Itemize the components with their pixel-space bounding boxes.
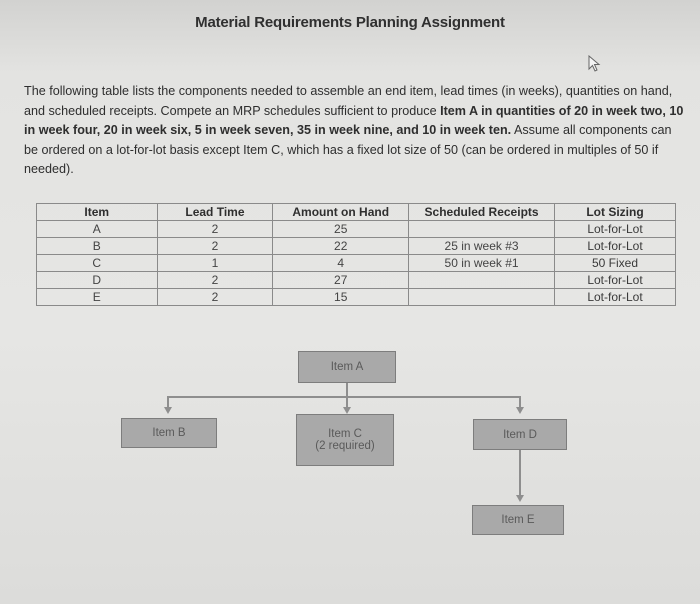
connector-to-c — [346, 396, 348, 408]
node-item-c-label: Item C — [328, 428, 362, 440]
connector-a-to-bar — [346, 383, 348, 397]
node-item-b: Item B — [121, 418, 217, 448]
connector-to-d — [519, 396, 521, 408]
cell-lot-sizing: Lot-for-Lot — [554, 288, 676, 306]
connector-to-b — [167, 396, 169, 408]
node-item-a: Item A — [298, 351, 396, 383]
cell-amount: 27 — [272, 271, 410, 289]
table-row: E 2 15 Lot-for-Lot — [36, 288, 676, 306]
cell-lot-sizing: Lot-for-Lot — [554, 237, 676, 255]
cell-lot-sizing: 50 Fixed — [554, 254, 676, 272]
page-title: Material Requirements Planning Assignmen… — [195, 14, 505, 31]
cell-item: A — [36, 220, 158, 238]
arrow-down-icon — [516, 495, 524, 502]
cell-item: E — [36, 288, 158, 306]
cell-item: C — [36, 254, 158, 272]
cell-amount: 25 — [272, 220, 410, 238]
instructions-emphasis: Item A in quantities of 20 in week two, … — [24, 103, 684, 138]
node-item-c: Item C (2 required) — [296, 414, 394, 466]
node-item-e-label: Item E — [501, 514, 535, 526]
cell-amount: 15 — [272, 288, 410, 306]
table-row: C 1 4 50 in week #1 50 Fixed — [36, 254, 676, 272]
instructions-text-2: Assume all components can be ordered on … — [24, 123, 672, 176]
cell-lead-time: 1 — [156, 254, 274, 272]
node-item-c-note: (2 required) — [315, 440, 375, 452]
cell-item: D — [36, 271, 158, 289]
table-row: A 2 25 Lot-for-Lot — [36, 220, 676, 238]
header-amount-on-hand: Amount on Hand — [272, 203, 410, 221]
cell-lead-time: 2 — [156, 220, 274, 238]
cell-scheduled: 50 in week #1 — [408, 254, 556, 272]
cell-lead-time: 2 — [156, 237, 274, 255]
arrow-down-icon — [516, 407, 524, 414]
table-header-row: Item Lead Time Amount on Hand Scheduled … — [36, 203, 676, 221]
cell-scheduled — [408, 288, 556, 306]
header-scheduled-receipts: Scheduled Receipts — [408, 203, 556, 221]
cell-lot-sizing: Lot-for-Lot — [554, 220, 676, 238]
cell-item: B — [36, 237, 158, 255]
cell-scheduled: 25 in week #3 — [408, 237, 556, 255]
table-row: D 2 27 Lot-for-Lot — [36, 271, 676, 289]
node-item-e: Item E — [472, 505, 564, 535]
table-row: B 2 22 25 in week #3 Lot-for-Lot — [36, 237, 676, 255]
connector-horizontal-bar — [167, 396, 521, 398]
cell-lot-sizing: Lot-for-Lot — [554, 271, 676, 289]
arrow-down-icon — [164, 407, 172, 414]
instructions-paragraph: The following table lists the components… — [24, 82, 684, 180]
node-item-d-label: Item D — [503, 428, 537, 441]
cell-scheduled — [408, 220, 556, 238]
header-lead-time: Lead Time — [156, 203, 274, 221]
components-table: Item Lead Time Amount on Hand Scheduled … — [36, 203, 676, 306]
cell-amount: 4 — [272, 254, 410, 272]
node-item-a-label: Item A — [330, 361, 364, 373]
cell-scheduled — [408, 271, 556, 289]
cell-lead-time: 2 — [156, 271, 274, 289]
cell-amount: 22 — [272, 237, 410, 255]
mouse-cursor-icon — [588, 55, 601, 72]
header-item: Item — [36, 203, 158, 221]
node-item-b-label: Item B — [152, 427, 186, 439]
connector-d-to-e — [519, 450, 521, 496]
header-lot-sizing: Lot Sizing — [554, 203, 676, 221]
cell-lead-time: 2 — [156, 288, 274, 306]
node-item-d: Item D — [473, 419, 567, 450]
arrow-down-icon — [343, 407, 351, 414]
instructions-text-1: The following table lists the components… — [24, 84, 673, 118]
